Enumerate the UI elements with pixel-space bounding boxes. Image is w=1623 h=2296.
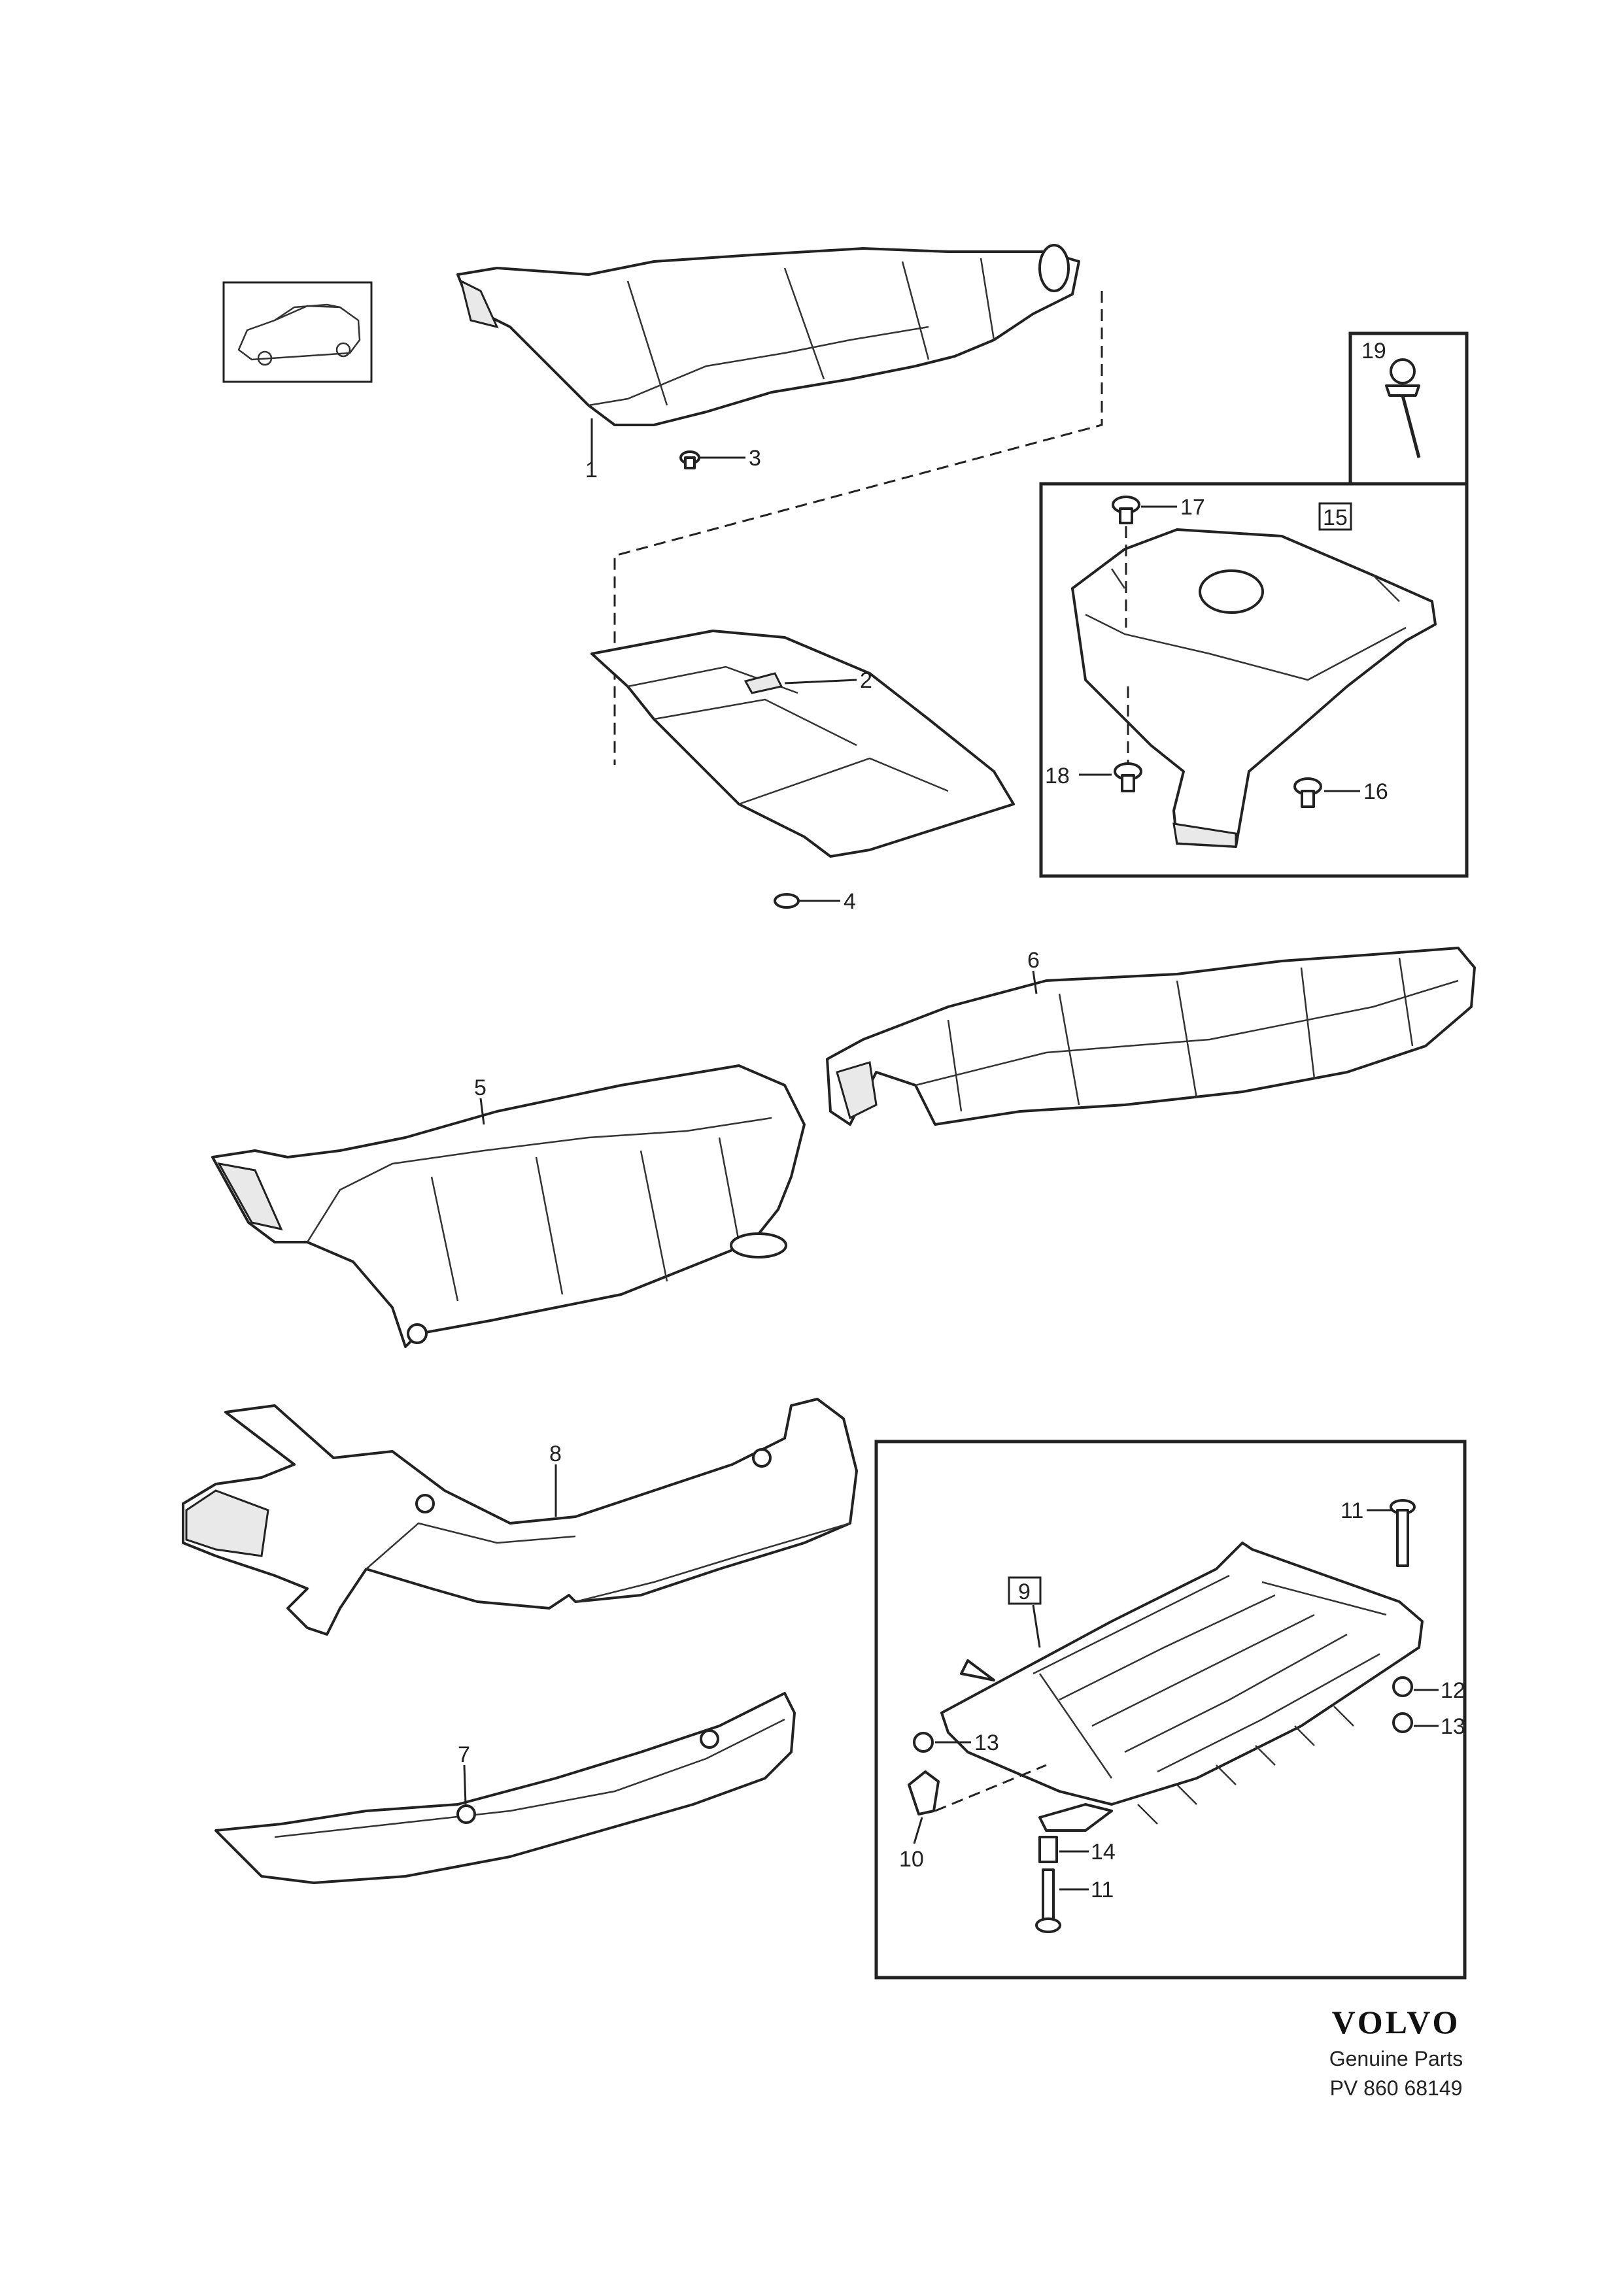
label-11-upper: 11: [1341, 1498, 1363, 1523]
label-13-right: 13: [1441, 1714, 1465, 1739]
label-8: 8: [549, 1442, 562, 1466]
label-14: 14: [1091, 1840, 1116, 1865]
skid-plate-9: [940, 1542, 1424, 1832]
part-15-box: [1039, 482, 1469, 878]
spacer-14: [1038, 1836, 1089, 1863]
footer-brand: VOLVO Genuine Parts PV 860 68149: [1329, 2004, 1463, 2100]
label-9-frame: [1008, 1576, 1042, 1605]
label-18: 18: [1045, 764, 1070, 788]
label-13-left: 13: [974, 1730, 999, 1755]
bracket-10: [908, 1764, 1047, 1844]
brand-logo: VOLVO: [1332, 2004, 1461, 2040]
vehicle-thumbnail: [222, 281, 373, 383]
part-9-box: [874, 1440, 1467, 1980]
label-3: 3: [749, 446, 761, 471]
label-16: 16: [1363, 779, 1388, 804]
screw-16: [1293, 777, 1360, 808]
nut-4: [774, 893, 840, 909]
label-10: 10: [899, 1847, 924, 1872]
label-17: 17: [1180, 495, 1205, 520]
label-12: 12: [1441, 1678, 1465, 1703]
screw-17: [1112, 496, 1177, 628]
nut-13-right: [1392, 1712, 1439, 1733]
rivet-19: [1385, 358, 1421, 458]
label-15-frame: [1318, 502, 1352, 531]
bolt-11-lower: [1035, 1868, 1089, 1933]
nut-12: [1392, 1676, 1439, 1697]
heat-shield-8: [182, 1398, 858, 1636]
brand-subtitle: Genuine Parts: [1329, 2047, 1463, 2070]
screw-18: [1079, 686, 1142, 792]
label-4: 4: [844, 889, 856, 914]
heat-shield-panel-2: [590, 630, 1015, 858]
label-5: 5: [474, 1075, 487, 1100]
label-6: 6: [1027, 948, 1040, 973]
fastener-3: [679, 450, 745, 469]
label-19: 19: [1361, 339, 1386, 363]
heat-shield-5: [211, 1064, 806, 1348]
label-11-lower: 11: [1091, 1878, 1114, 1902]
label-2: 2: [860, 668, 872, 693]
label-7: 7: [458, 1742, 470, 1767]
bolt-11-upper: [1367, 1499, 1416, 1567]
nut-13-left: [913, 1732, 971, 1753]
heat-shield-upper: [456, 244, 1080, 426]
diagram-code: PV 860 68149: [1330, 2076, 1463, 2100]
label-15: 15: [1323, 505, 1348, 530]
heat-shield-7: [214, 1692, 796, 1884]
cover-15: [1071, 528, 1437, 848]
heat-shield-6: [826, 947, 1476, 1126]
label-1: 1: [585, 458, 598, 482]
label-9: 9: [1018, 1579, 1031, 1604]
